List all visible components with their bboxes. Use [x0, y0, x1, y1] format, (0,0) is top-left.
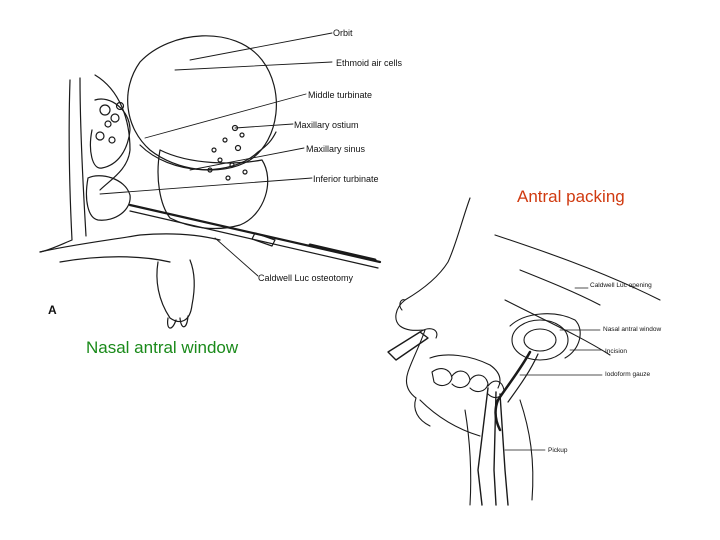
label-caldwell-luc-opening: Caldwell Luc opening [590, 282, 652, 289]
label-incision: Incision [605, 348, 627, 355]
nasal-antral-window-caption: Nasal antral window [86, 338, 238, 358]
antral-packing-caption: Antral packing [517, 187, 625, 207]
label-pickup: Pickup [548, 447, 568, 454]
label-nasal-antral-window-b: Nasal antral window [603, 326, 661, 333]
label-iodoform-gauze: Iodoform gauze [605, 371, 651, 378]
